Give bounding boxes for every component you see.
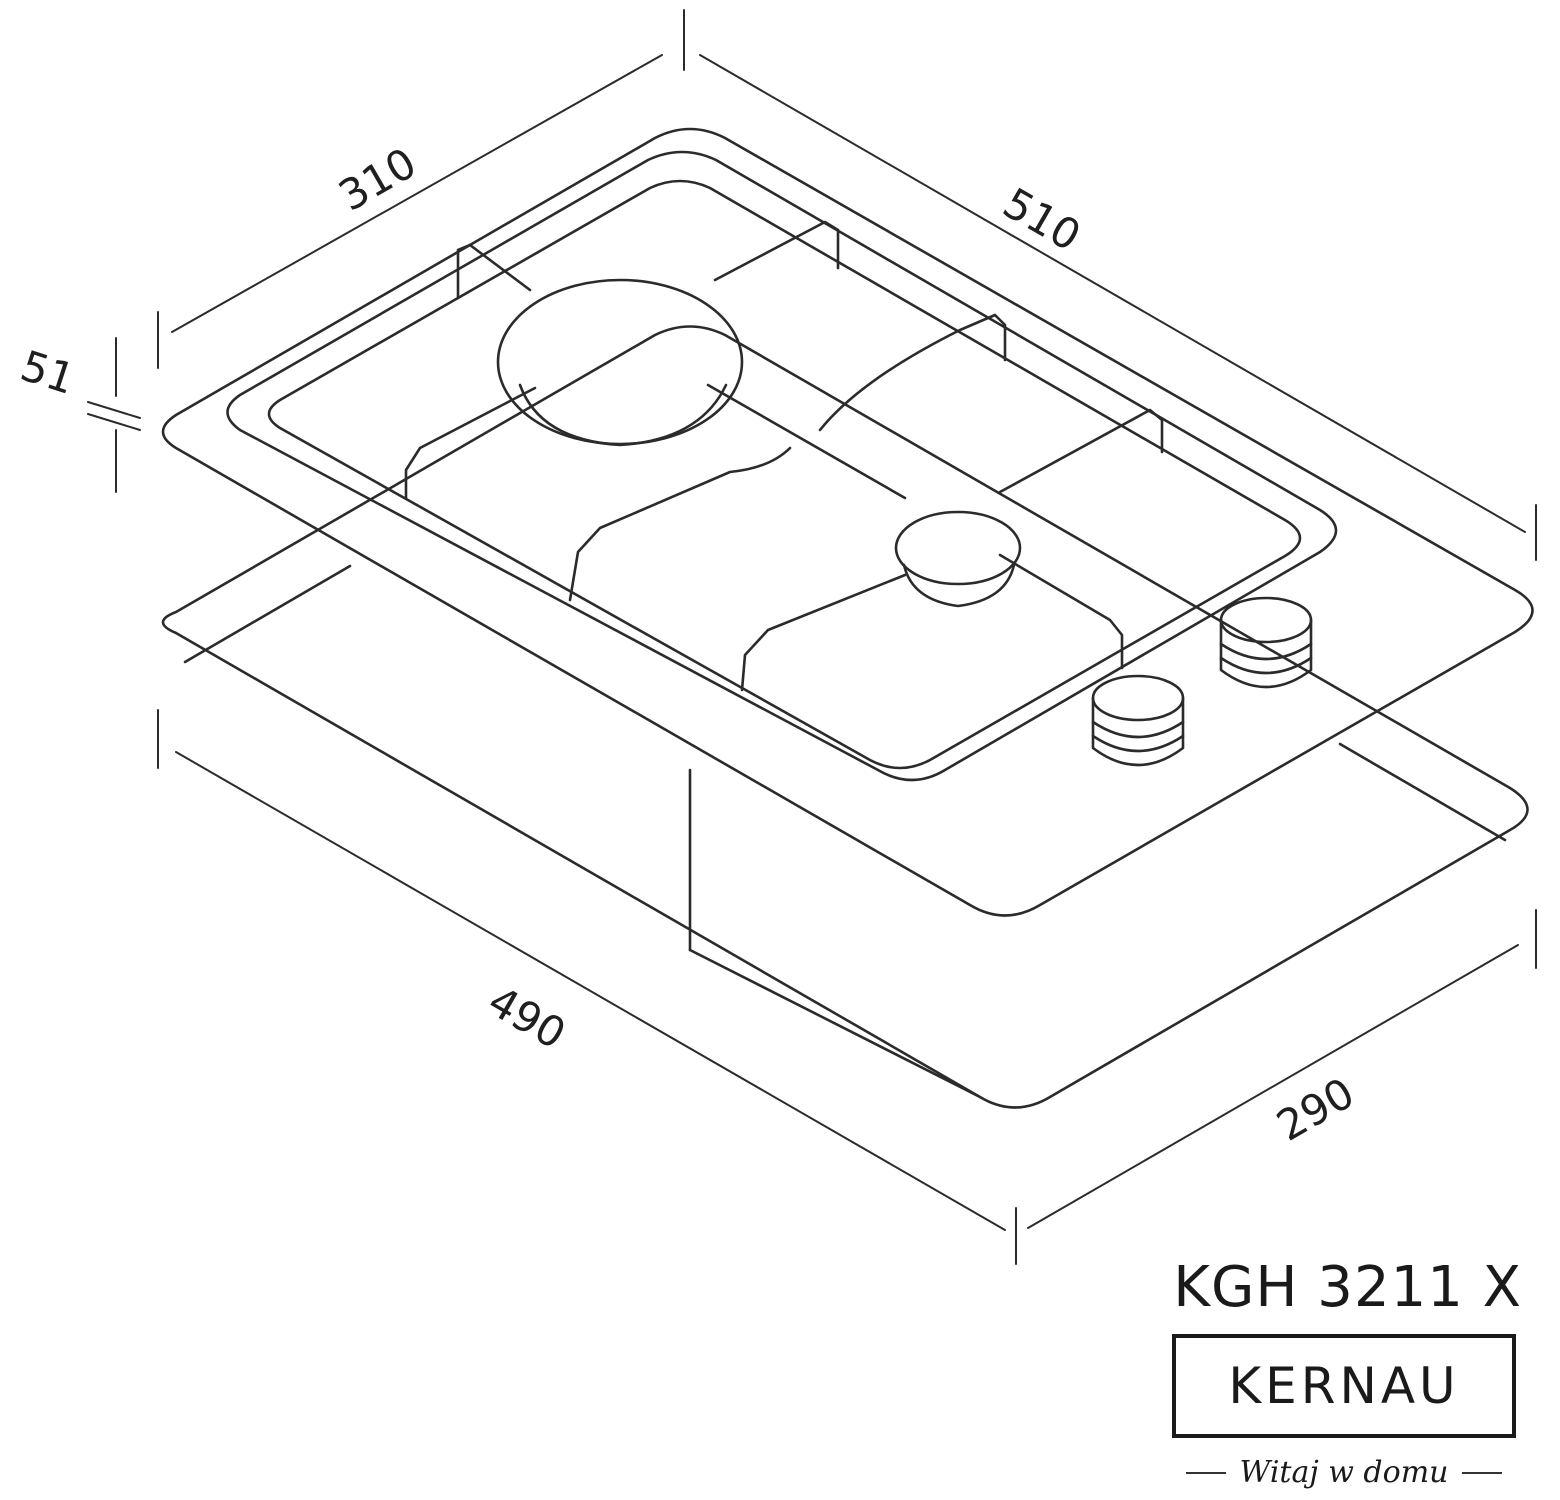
tagline-text: Witaj w domu bbox=[1239, 1455, 1449, 1490]
dimension-51: 51 bbox=[15, 341, 81, 404]
pan-supports bbox=[404, 220, 1164, 692]
dimension-310: 310 bbox=[331, 138, 425, 221]
brand-tagline: Witaj w domu bbox=[1172, 1455, 1516, 1490]
hob-top-plate bbox=[161, 127, 1534, 917]
knob-right-icon bbox=[1219, 596, 1313, 689]
brand-name: KERNAU bbox=[1228, 1357, 1460, 1415]
dimension-490: 490 bbox=[480, 976, 574, 1059]
dimension-lines bbox=[87, 9, 1537, 1265]
cutout-outline bbox=[161, 325, 1529, 1109]
dimension-510: 510 bbox=[995, 178, 1089, 261]
large-burner-icon bbox=[496, 278, 744, 446]
small-burner-icon bbox=[894, 510, 1022, 586]
tagline-rule-left bbox=[1185, 1471, 1226, 1474]
knob-left-icon bbox=[1091, 674, 1185, 767]
brand-logo: KERNAU bbox=[1172, 1334, 1516, 1438]
burners bbox=[496, 278, 1022, 608]
tagline-rule-right bbox=[1462, 1471, 1503, 1474]
model-number: KGH 3211 X bbox=[1173, 1255, 1522, 1320]
